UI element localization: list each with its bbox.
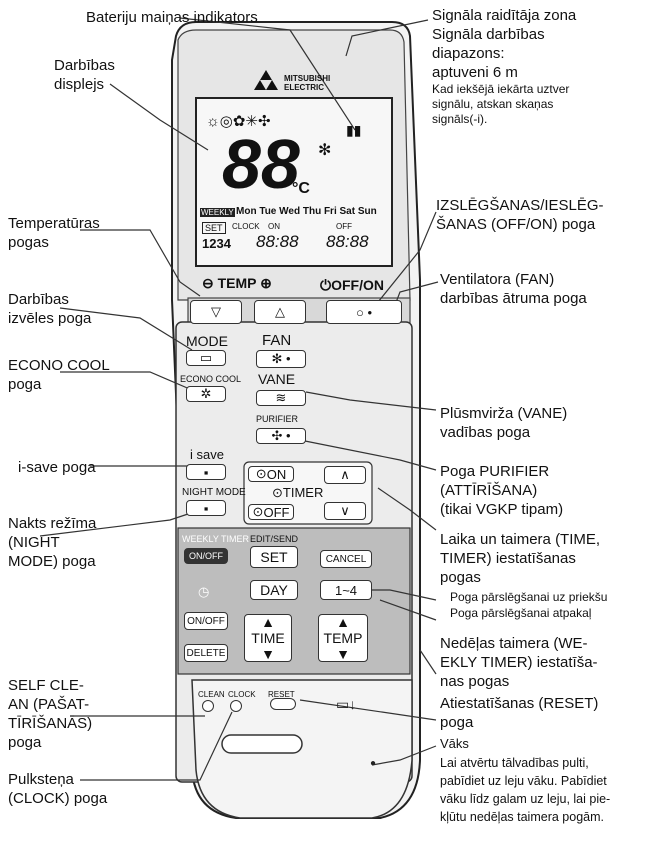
temp-set-label: TEMP <box>323 630 363 646</box>
label-signal-note: Kad iekšējā iekārta uztver signālu, atsk… <box>432 82 570 126</box>
brand-line-2: ELECTRIC <box>284 83 324 92</box>
lcd-program-digits: 1234 <box>202 236 231 251</box>
isave-label: i save <box>190 447 224 462</box>
label-battery-indicator: Bateriju maiņas indikators <box>86 9 258 26</box>
timer-off-button[interactable]: ⊙OFF <box>248 504 294 520</box>
temp-down-button[interactable]: ▽ <box>190 300 242 324</box>
label-time-timer: Laika un taimera (TIME, TIMER) iestatīša… <box>440 531 601 586</box>
timer-off-text: OFF <box>263 504 290 520</box>
offon-label: ⏻OFF/ON <box>320 277 384 293</box>
label-display: Darbības displejs <box>54 57 115 93</box>
clean-label: CLEAN <box>198 690 225 699</box>
timer-up-button[interactable]: ∧ <box>324 466 366 484</box>
battery-icon: ▮▮ <box>346 122 362 138</box>
temp-set-button[interactable]: ▲ TEMP ▼ <box>318 614 368 662</box>
label-backward: Poga pārslēgšanai atpakaļ <box>450 606 592 620</box>
weekly-onoff-button[interactable]: ON/OFF <box>184 548 228 564</box>
cover[interactable] <box>191 679 413 819</box>
lcd-mode-icons: ☼◎✿✳✣ <box>206 113 271 130</box>
temp-down-icon: ▼ <box>336 646 350 662</box>
vane-button[interactable]: ≋ <box>256 390 306 406</box>
lcd-days: Mon Tue Wed Thu Fri Sat Sun <box>236 206 377 217</box>
vane-label: VANE <box>258 371 296 387</box>
clock-label: CLOCK <box>228 690 256 699</box>
night-mode-button[interactable]: ▪ <box>186 500 226 516</box>
label-clock: Pulksteņa (CLOCK) poga <box>8 771 108 807</box>
label-temp-buttons: Temperatūras pogas <box>8 215 100 251</box>
lcd-panel <box>195 97 393 267</box>
purifier-button[interactable]: ✣ • <box>256 428 306 444</box>
edit-send-label: EDIT/SEND <box>250 534 299 544</box>
label-forward: Poga pārslēgšanai uz priekšu <box>450 590 608 604</box>
offon-label-text: OFF/ON <box>331 277 384 293</box>
battery-compartment-icon: ▭↓ <box>336 696 357 712</box>
lcd-time-left: 88:88 <box>256 232 299 251</box>
time-up-icon: ▲ <box>261 614 275 630</box>
timer-on-button[interactable]: ⊙ON <box>248 466 294 482</box>
timer-on-text: ON <box>266 466 287 482</box>
cancel-button[interactable]: CANCEL <box>320 550 372 568</box>
label-off-on: IZSLĒGŠANAS/IESLĒG- ŠANAS (OFF/ON) poga <box>436 197 604 233</box>
label-vane: Plūsmvirža (VANE) vadības poga <box>440 405 568 441</box>
lcd-clock: CLOCK <box>232 222 260 231</box>
mode-label: MODE <box>186 333 228 349</box>
lcd-temperature: 88 <box>222 125 300 203</box>
range-button[interactable]: 1~4 <box>320 580 372 600</box>
timer-label-text: TIMER <box>282 485 324 500</box>
temp-up-button[interactable]: △ <box>254 300 306 324</box>
fan-button[interactable]: ✻ • <box>256 350 306 368</box>
label-night-mode: Nakts režīma (NIGHT MODE) poga <box>8 515 97 570</box>
lcd-time-right: 88:88 <box>326 232 369 251</box>
lcd-on: ON <box>268 222 280 231</box>
label-cover: Vāks <box>440 736 469 751</box>
label-self-clean: SELF CLE- AN (PAŠAT- TĪRĪŠANĀS) poga <box>8 677 93 751</box>
reset-label: RESET <box>268 690 295 699</box>
label-reset: Atiestatīšanas (RESET) poga <box>440 695 599 731</box>
temp-label-text: TEMP <box>217 275 257 291</box>
econo-label: ECONO COOL <box>180 374 242 384</box>
label-purifier: Poga PURIFIER (ATTĪRĪŠANA) (tikai VGKP t… <box>440 463 564 518</box>
lcd-unit: °C <box>292 180 310 197</box>
timer-label: ⊙TIMER <box>272 485 324 500</box>
time-label: TIME <box>251 630 285 646</box>
clock-icon: ◷ <box>198 584 210 599</box>
econo-cool-button[interactable]: ✲ <box>186 386 226 402</box>
label-fan: Ventilatora (FAN) darbības ātruma poga <box>440 271 587 307</box>
purifier-label: PURIFIER <box>256 414 299 424</box>
onoff2-button[interactable]: ON/OFF <box>184 612 228 630</box>
weekly-timer-label: WEEKLY TIMER <box>182 534 250 544</box>
label-econo-cool: ECONO COOL poga <box>8 357 110 393</box>
time-down-icon: ▼ <box>261 646 275 662</box>
brand-logo <box>254 70 278 90</box>
temp-up-icon: ▲ <box>336 614 350 630</box>
label-weekly-timer: Nedēļas taimera (WE- EKLY TIMER) iestatī… <box>440 635 598 690</box>
lcd-weekly: WEEKLY <box>200 208 235 217</box>
fan-label: FAN <box>262 332 292 349</box>
offon-button[interactable]: ○ • <box>326 300 402 324</box>
label-cover-note: Lai atvērtu tālvadības pulti, pabīdiet u… <box>440 756 611 824</box>
day-button[interactable]: DAY <box>250 580 298 600</box>
isave-button[interactable]: ▪ <box>186 464 226 480</box>
set-button[interactable]: SET <box>250 546 298 568</box>
lcd-off: OFF <box>336 222 352 231</box>
temp-label: ⊖ TEMP ⊕ <box>202 275 272 291</box>
clean-button[interactable] <box>202 700 214 712</box>
clock-button[interactable] <box>230 700 242 712</box>
label-isave: i-save poga <box>18 459 96 476</box>
brand-name: MITSUBISHI ELECTRIC <box>284 74 330 92</box>
label-signal-zone: Signāla raidītāja zona Signāla darbības … <box>432 7 577 81</box>
mode-button[interactable]: ▭ <box>186 350 226 366</box>
delete-button[interactable]: DELETE <box>184 644 228 662</box>
night-label: NIGHT MODE <box>182 487 246 498</box>
reset-button[interactable] <box>270 698 296 710</box>
time-button[interactable]: ▲ TIME ▼ <box>244 614 292 662</box>
lcd-set: SET <box>202 222 226 234</box>
brand-line-1: MITSUBISHI <box>284 74 331 83</box>
fan-icon: ✻ <box>318 142 332 159</box>
label-mode-button: Darbības izvēles poga <box>8 291 92 327</box>
cover-dot-icon: ● <box>370 758 377 769</box>
timer-down-button[interactable]: ∨ <box>324 502 366 520</box>
